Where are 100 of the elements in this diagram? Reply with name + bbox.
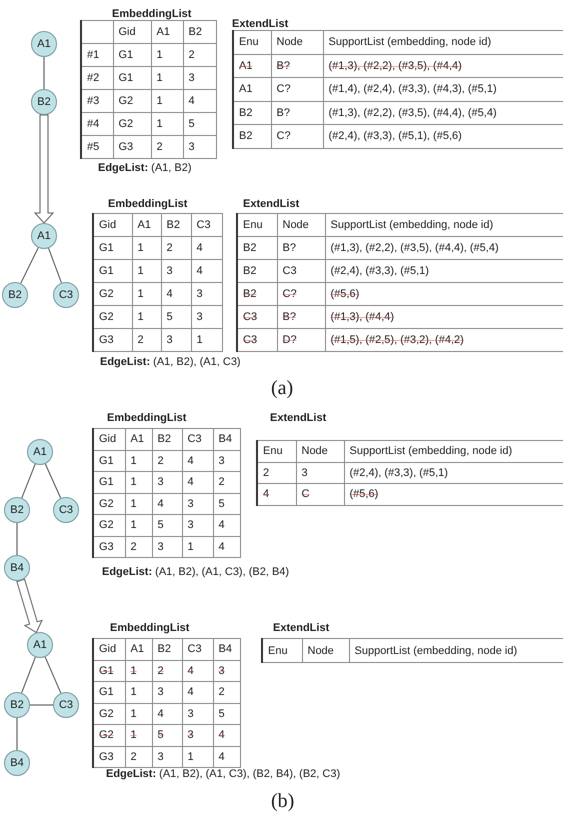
tree-node-circle: C3	[53, 692, 79, 718]
table-cell: 2	[152, 660, 182, 682]
table-cell: G2	[93, 724, 125, 746]
table-title: EmbeddingList	[107, 412, 186, 424]
column-header: Enu	[237, 214, 277, 236]
tree-node-circle: B2	[2, 282, 28, 308]
table-cell: 1	[125, 514, 152, 536]
table-cell: #5	[81, 136, 113, 158]
table-cell: #2	[81, 66, 113, 90]
table-cell: 3	[182, 514, 213, 536]
table-cell: 2	[183, 44, 216, 66]
tree-node-circle: A1	[27, 632, 53, 658]
table-cell: G2	[113, 90, 151, 112]
tree-edge-line	[48, 248, 62, 284]
tree-edge-line	[44, 656, 62, 694]
table-cell: 4	[213, 514, 240, 536]
table-cell: 2	[257, 462, 296, 484]
tree-edge-line	[16, 718, 18, 750]
table-cell: 3	[182, 724, 213, 746]
table-cell: 4	[213, 746, 240, 768]
table-cell: C3	[277, 260, 325, 282]
tree-node-circle: A1	[27, 439, 53, 465]
column-header: SupportList (embedding, node id)	[349, 638, 563, 662]
table-cell: B?	[277, 236, 325, 260]
table-cell: 3	[152, 472, 182, 493]
tree-node-circle: B2	[4, 497, 30, 523]
table-cell: 4	[182, 450, 213, 472]
tree-node-circle: C3	[53, 497, 79, 523]
table-cell: 4	[257, 484, 296, 505]
table-cell: 3	[183, 136, 216, 158]
column-header: Enu	[233, 30, 271, 54]
column-header: Node	[277, 214, 325, 236]
table-cell: B2	[237, 236, 277, 260]
table-cell: 5	[183, 112, 216, 136]
table-cell: 1	[151, 44, 183, 66]
table-cell: 4	[152, 703, 182, 724]
table-cell: D?	[277, 328, 325, 352]
column-header: C3	[191, 214, 222, 236]
table-cell: 3	[152, 746, 182, 768]
table-cell: 1	[125, 682, 152, 703]
table-cell: 3	[152, 536, 182, 558]
table-cell: C3	[237, 306, 277, 328]
table-cell: 3	[213, 450, 240, 472]
block-arrow	[16, 578, 43, 634]
table-cell: 3	[182, 703, 213, 724]
table-cell: 3	[161, 260, 191, 282]
table-cell: 1	[125, 450, 152, 472]
table-cell: 1	[182, 536, 213, 558]
table-cell: 3	[213, 660, 240, 682]
table-cell: 4	[183, 90, 216, 112]
table-cell: 1	[125, 472, 152, 493]
table-cell: 1	[151, 66, 183, 90]
table-cell: 1	[132, 282, 161, 306]
table-cell: C?	[271, 124, 323, 148]
table-cell: 2	[125, 536, 152, 558]
table-cell: 2	[213, 682, 240, 703]
table-cell: 3	[161, 328, 191, 352]
panel-caption: (b)	[271, 790, 294, 813]
table-cell: G2	[93, 493, 125, 514]
table-cell: 1	[151, 112, 183, 136]
column-header: Node	[296, 440, 344, 462]
tree-edge-line	[21, 656, 36, 694]
table-cell: A1	[233, 54, 271, 78]
tree-node-circle: B4	[4, 750, 30, 776]
column-header: Gid	[113, 20, 151, 44]
table-cell: 5	[213, 493, 240, 514]
table-cell: 4	[213, 536, 240, 558]
table-cell: 2	[125, 746, 152, 768]
table-cell: 1	[125, 703, 152, 724]
table-cell: 4	[182, 660, 213, 682]
column-header: B2	[161, 214, 191, 236]
table-cell: G3	[93, 328, 132, 352]
edge-list-text: EdgeList: (A1, B2), (A1, C3), (B2, B4), (B2, C3)	[106, 768, 340, 780]
table-cell: 2	[161, 236, 191, 260]
table-cell: 1	[125, 660, 152, 682]
table-cell: B?	[271, 54, 323, 78]
tree-node-circle: C3	[53, 282, 79, 308]
column-header: Enu	[262, 638, 302, 662]
column-header: SupportList (embedding, node id)	[344, 440, 563, 462]
table-cell: 5	[152, 514, 182, 536]
column-header: Gid	[93, 428, 125, 450]
table-cell: B2	[237, 282, 277, 306]
column-header: B2	[183, 20, 216, 44]
table-cell: 3	[182, 493, 213, 514]
column-header: SupportList (embedding, node id)	[325, 214, 563, 236]
table-cell: 2	[152, 450, 182, 472]
column-header: B2	[152, 638, 182, 660]
edge-list-text: EdgeList: (A1, B2)	[98, 162, 192, 174]
column-header: C3	[182, 638, 213, 660]
table-cell: G2	[93, 306, 132, 328]
table-title: ExtendList	[273, 622, 330, 634]
table-cell: C?	[277, 282, 325, 306]
column-header: Gid	[93, 638, 125, 660]
table-cell: G1	[113, 44, 151, 66]
table-cell: #3	[81, 90, 113, 112]
table-cell: B?	[271, 101, 323, 124]
table-cell: C?	[271, 78, 323, 101]
table-cell: G2	[93, 514, 125, 536]
tree-node-circle: A1	[31, 223, 57, 249]
table-cell: 1	[125, 724, 152, 746]
